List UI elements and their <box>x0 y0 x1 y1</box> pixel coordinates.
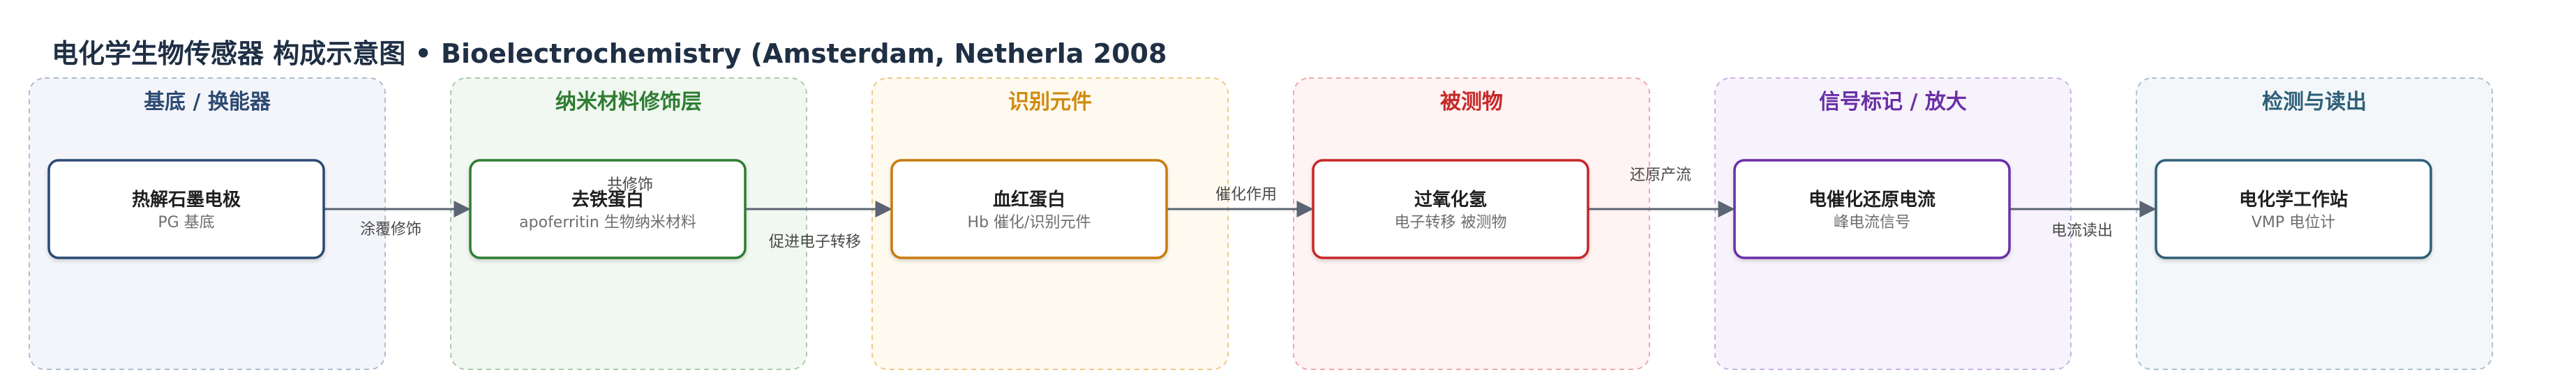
node-box <box>1733 159 2011 259</box>
node-subtitle: 峰电流信号 <box>1834 214 1910 231</box>
node-subtitle: VMP 电位计 <box>2252 214 2335 231</box>
node-subtitle: apoferritin 生物纳米材料 <box>519 214 696 231</box>
zone-title: 纳米材料修饰层 <box>555 90 702 114</box>
zone-title: 信号标记 / 放大 <box>1819 90 1967 114</box>
node-title: 血红蛋白 <box>993 189 1065 210</box>
node-subtitle: Hb 催化/识别元件 <box>968 214 1091 231</box>
edge-label-3: 促进电子转移 <box>769 233 861 251</box>
node-subtitle: 电子转移 被测物 <box>1395 214 1507 231</box>
node-box <box>469 159 747 259</box>
node-box <box>1312 159 1589 259</box>
edge-label-2: 共修饰 <box>607 176 653 194</box>
node-box <box>47 159 325 259</box>
node-1[interactable]: 热解石墨电极 PG 基底 <box>47 159 325 259</box>
zone-title: 基底 / 换能器 <box>144 90 271 114</box>
node-6[interactable]: 电化学工作站 VMP 电位计 <box>2155 159 2432 259</box>
edge-label-5: 还原产流 <box>1630 167 1691 184</box>
node-title: 过氧化氢 <box>1414 189 1487 210</box>
node-title: 电催化还原电流 <box>1809 190 1935 210</box>
node-box <box>2155 159 2432 259</box>
edge-label-4: 催化作用 <box>1215 186 1277 203</box>
zone-title: 被测物 <box>1440 90 1503 114</box>
node-3[interactable]: 血红蛋白 Hb 催化/识别元件 <box>890 159 1168 259</box>
page-title: 电化学生物传感器 构成示意图 • Bioelectrochemistry (Am… <box>52 38 1167 69</box>
edge-label-1: 涂覆修饰 <box>360 221 421 238</box>
edge-label-6: 电流读出 <box>2051 222 2113 240</box>
node-title: 去铁蛋白 <box>571 189 644 210</box>
node-subtitle: PG 基底 <box>158 214 214 231</box>
node-title: 电化学工作站 <box>2239 189 2348 210</box>
node-2[interactable]: 去铁蛋白 apoferritin 生物纳米材料 <box>469 159 747 259</box>
node-title: 热解石墨电极 <box>132 190 241 210</box>
zone-title: 识别元件 <box>1008 90 1092 114</box>
zone-title: 检测与读出 <box>2262 90 2367 114</box>
node-box <box>890 159 1168 259</box>
